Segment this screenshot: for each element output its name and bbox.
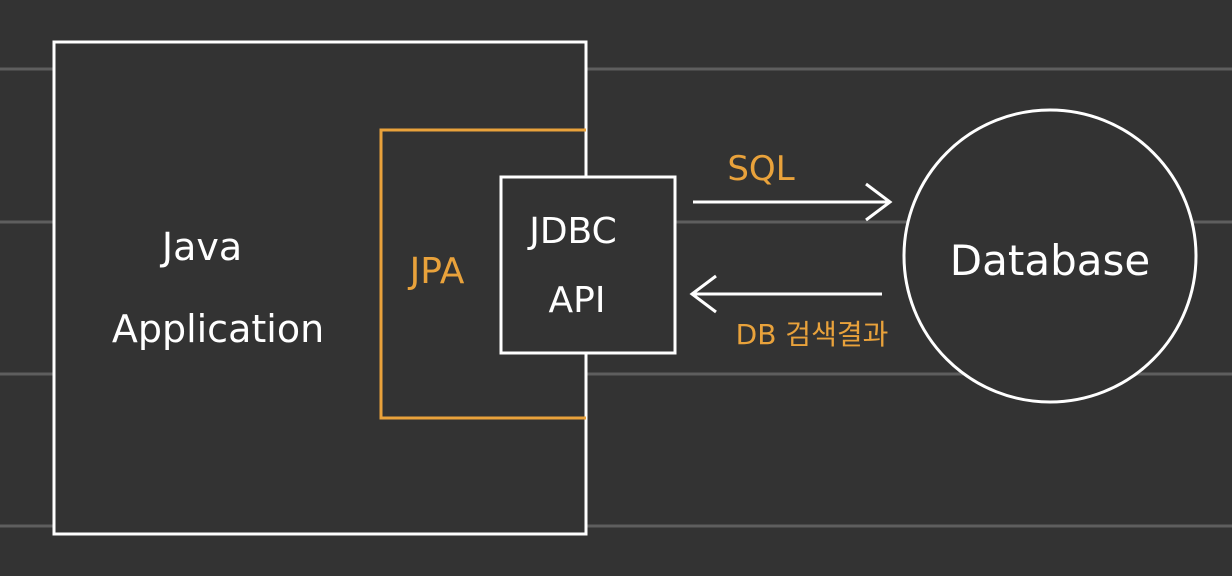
db-result-arrow xyxy=(689,274,882,314)
sql-label: SQL xyxy=(727,149,794,189)
jdbc-api-box xyxy=(499,175,677,355)
jdbc-label-line1: JDBC xyxy=(527,211,617,252)
database-circle xyxy=(902,108,1198,404)
java-label-line1: Java xyxy=(160,225,242,269)
java-application-box xyxy=(52,40,588,536)
java-label-line2: Application xyxy=(112,307,324,351)
jpa-label: JPA xyxy=(408,251,465,292)
database-label: Database xyxy=(950,236,1150,285)
jpa-box xyxy=(379,128,586,420)
db-result-label: DB 검색결과 xyxy=(736,318,889,351)
sql-arrow xyxy=(693,182,893,222)
jdbc-label-line2: API xyxy=(549,280,606,321)
